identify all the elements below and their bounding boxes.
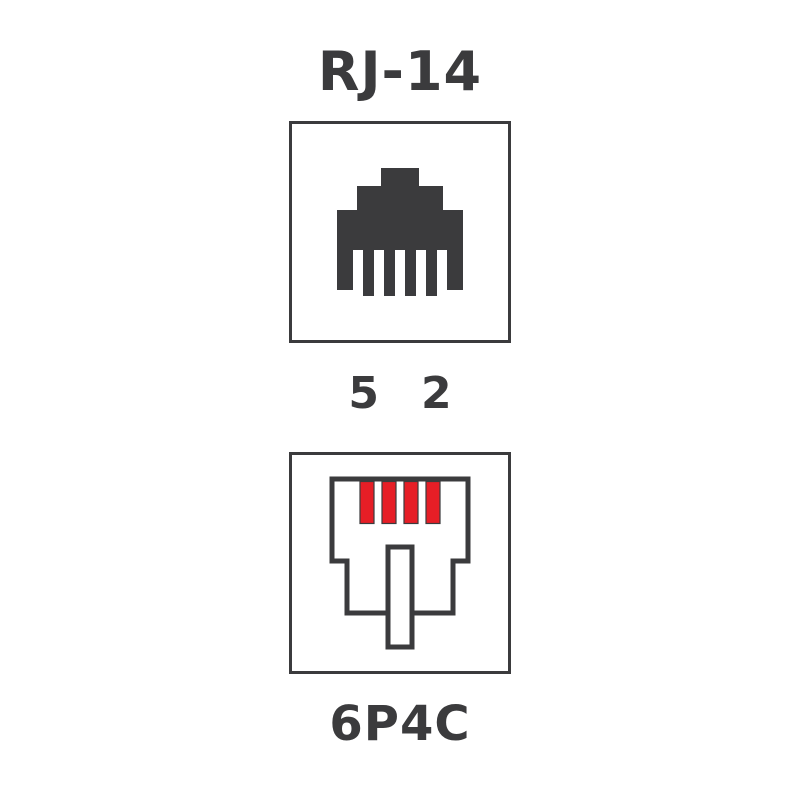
plug-box — [289, 452, 511, 674]
pin-label-5: 5 — [348, 368, 379, 419]
connector-type-label: 6P4C — [329, 696, 471, 752]
pin-labels: 5 2 — [0, 372, 800, 416]
rj14-plug-front-icon — [329, 476, 471, 650]
page-title: RJ-14 — [317, 40, 483, 103]
rj14-jack-front-icon — [337, 168, 463, 296]
jack-box — [289, 121, 511, 343]
pin-label-2: 2 — [421, 368, 452, 419]
